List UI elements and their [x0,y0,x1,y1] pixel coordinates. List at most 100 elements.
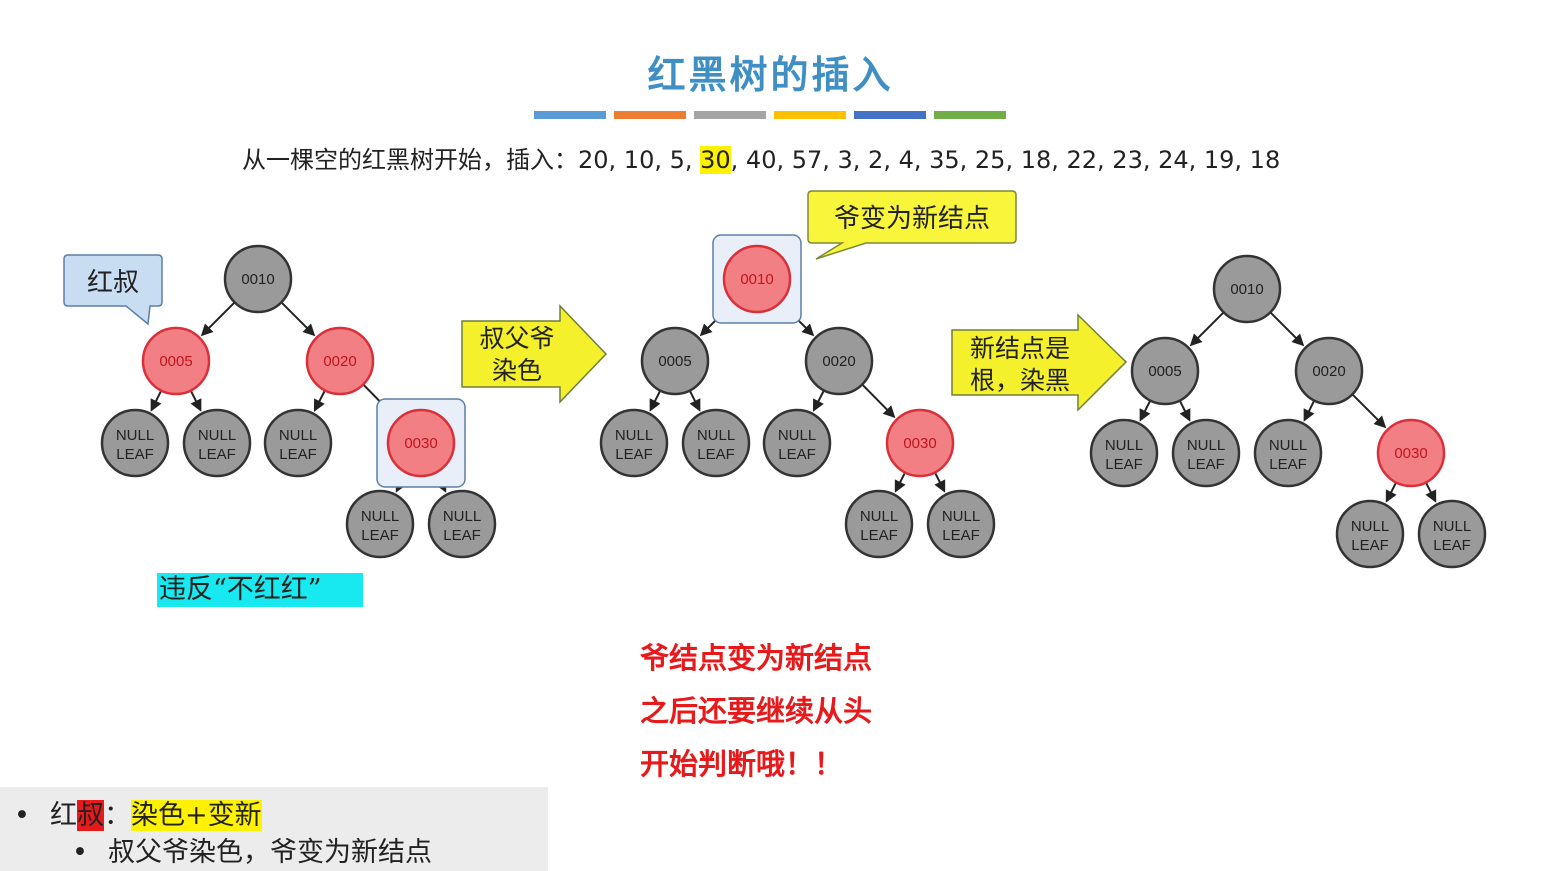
leaf-label-null: NULL [860,508,898,525]
leaf-label-leaf: LEAF [443,527,481,544]
tree-node-0005 [640,326,710,396]
bullet-2: • [72,837,88,868]
leaf-label-null: NULL [1351,518,1389,535]
null-leaf-node [681,408,751,478]
null-leaf-node [100,408,170,478]
slide-title: 红黑树的插入 [647,52,894,97]
note-text: 爷结点变为新结点 之后还要继续从头 开始判断哦！！ [640,632,872,791]
node-label: 0020 [323,353,356,370]
leaf-label-null: NULL [615,427,653,444]
edge-arrowhead [1179,408,1191,422]
node-label: 0010 [740,271,773,288]
edge-arrowhead [812,398,824,412]
note-line-3: 开始判断哦！！ [640,747,844,781]
leaf-label-leaf: LEAF [942,527,980,544]
callout-red-uncle: 红叔 [63,254,163,326]
arrow-root-line2: 根，染黑 [970,366,1070,395]
leaf-label-leaf: LEAF [1433,537,1471,554]
leaf-label-leaf: LEAF [778,446,816,463]
edge-arrowhead [190,398,202,412]
color-bar-3 [694,111,766,119]
summary-box: •红叔：染色+变新 • 叔父爷染色，爷变为新结点 [0,787,548,871]
leaf-label-leaf: LEAF [615,446,653,463]
node-label: 0030 [1394,445,1427,462]
tree-node-0010 [1212,254,1282,324]
node-label: 0030 [404,435,437,452]
edge-arrowhead [801,323,815,337]
node-label: 0010 [241,271,274,288]
node-label: 0020 [822,353,855,370]
step-arrow-root-black: 新结点是 根，染黑 [951,313,1128,412]
insertion-sequence: 从一棵空的红黑树开始，插入：20, 10, 5, 30, 40, 57, 3, … [242,140,1280,175]
leaf-label-null: NULL [361,508,399,525]
summary-action: 染色+变新 [131,800,262,831]
sequence-before: 20, 10, 5, [578,146,701,174]
leaf-label-null: NULL [279,427,317,444]
edge-arrowhead [1385,489,1397,503]
violation-label: 违反“不红红” [157,573,363,607]
summary-line-2: • 叔父爷染色，爷变为新结点 [72,830,432,869]
color-bar-1 [534,111,606,119]
edge-arrowhead [1373,415,1387,429]
edge-arrowhead [934,479,946,493]
edge-arrowhead [1189,333,1203,347]
leaf-label-null: NULL [116,427,154,444]
leaf-label-leaf: LEAF [1351,537,1389,554]
sequence-prefix: 从一棵空的红黑树开始，插入： [242,146,578,174]
leaf-label-leaf: LEAF [361,527,399,544]
edge-arrowhead [150,398,162,412]
null-leaf-node [1253,418,1323,488]
tree-node-0030 [1376,418,1446,488]
color-bar-2 [614,111,686,119]
tree-node-0020 [804,326,874,396]
leaf-label-null: NULL [1269,437,1307,454]
summary-colon: ： [104,800,131,831]
tree-node-0010 [722,244,792,314]
color-bar-5 [854,111,926,119]
leaf-label-null: NULL [1187,437,1225,454]
summary-detail: 叔父爷染色，爷变为新结点 [108,837,432,868]
edge-arrowhead [1303,408,1315,422]
edge-arrowhead [1139,408,1151,422]
leaf-label-leaf: LEAF [279,446,317,463]
step-arrow-recolor: 叔父爷 染色 [461,304,608,404]
callout-grandparent-new: 爷变为新结点 [807,190,1017,260]
edge-arrowhead [1291,333,1305,347]
callout-red-uncle-text: 红叔 [87,268,139,298]
null-leaf-node [182,408,252,478]
null-leaf-node [1335,499,1405,569]
arrow-recolor-line2: 染色 [492,356,542,385]
node-label: 0020 [1312,363,1345,380]
null-leaf-node [263,408,333,478]
sequence-highlight: 30 [700,146,731,174]
callout-grandparent-new-text: 爷变为新结点 [834,204,990,234]
null-leaf-node [345,489,415,559]
null-leaf-node [1171,418,1241,488]
tree-edge [1194,311,1225,342]
arrow-root-line1: 新结点是 [970,334,1070,363]
null-leaf-node [427,489,497,559]
tree-edge [861,383,891,414]
leaf-label-leaf: LEAF [1105,456,1143,473]
leaf-label-null: NULL [198,427,236,444]
note-line-2: 之后还要继续从头 [640,694,873,728]
leaf-label-null: NULL [1105,437,1143,454]
tree-node-0020 [305,326,375,396]
tree-edge [205,301,236,332]
edge-arrowhead [689,398,701,412]
node-label: 0005 [1148,363,1181,380]
leaf-label-null: NULL [697,427,735,444]
leaf-label-leaf: LEAF [697,446,735,463]
tree-node-0020 [1294,336,1364,406]
tree-node-0010 [223,244,293,314]
leaf-label-leaf: LEAF [116,446,154,463]
summary-line-1: •红叔：染色+变新 [14,793,262,832]
tree-node-0005 [141,326,211,396]
edge-arrowhead [882,405,896,419]
note-line-1: 爷结点变为新结点 [640,641,873,675]
tree-node-0030 [885,408,955,478]
